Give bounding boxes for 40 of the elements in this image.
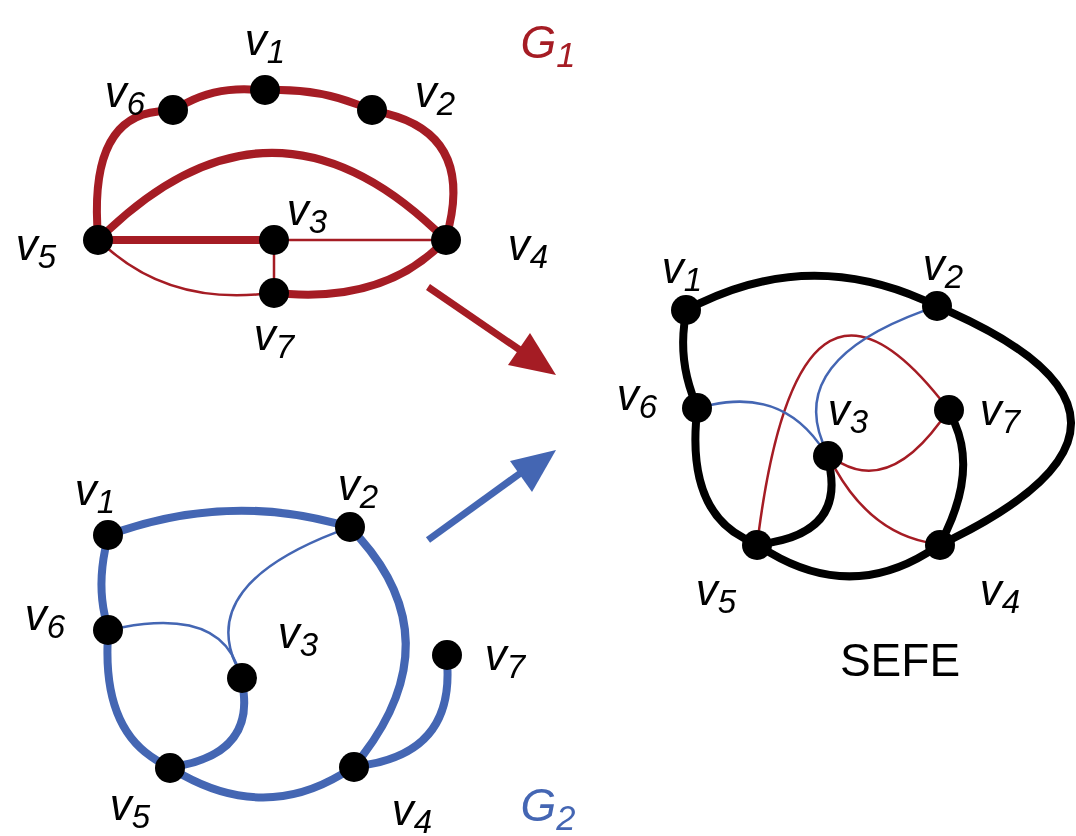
- vertex-label: v$_{3}$: [277, 611, 319, 655]
- vertex-label: v$_{5}$: [695, 568, 737, 612]
- graph-edge: [108, 248, 261, 297]
- graph-edge: [355, 534, 410, 760]
- vertex-label: v$_{5}$: [15, 223, 57, 267]
- vertex-label: v$_{2}$: [337, 463, 379, 507]
- graph-edge: [757, 334, 941, 532]
- vertex-label: v$_{6}$: [616, 373, 658, 417]
- vertex-label: v$_{5}$: [109, 783, 151, 827]
- graph-edge: [179, 770, 346, 802]
- graph-edge: [695, 271, 928, 308]
- graph-edge: [287, 238, 433, 242]
- vertex-label: v$_{4}$: [507, 223, 549, 267]
- vertex-label: v$_{2}$: [414, 70, 456, 114]
- vertex-label: v$_{4}$: [979, 568, 1021, 612]
- vertex-label: v$_{6}$: [24, 593, 66, 637]
- graph-edge: [272, 253, 276, 280]
- vertex-label: v$_{7}$: [979, 388, 1021, 432]
- graph-edge: [834, 467, 927, 544]
- vertex-label: v$_{7}$: [484, 633, 526, 677]
- vertex-label: v$_{2}$: [922, 243, 964, 287]
- graph-edge: [765, 548, 932, 581]
- vertex-label: v$_{4}$: [391, 788, 433, 832]
- vertex-label: v$_{1}$: [74, 468, 116, 512]
- graph-edge: [710, 400, 821, 446]
- vertex-label: v$_{1}$: [244, 18, 286, 62]
- vertex-label: v$_{7}$: [253, 313, 295, 357]
- graph-edge: [946, 308, 1075, 543]
- vertex-label: v$_{3}$: [827, 388, 869, 432]
- graph-name: SEFE: [839, 637, 961, 683]
- graph-edge: [121, 621, 238, 666]
- graph-edge: [815, 309, 925, 444]
- graph-edge: [839, 420, 942, 472]
- graph-name: G$_{1}$: [520, 19, 576, 65]
- vertex-label: v$_{3}$: [286, 188, 328, 232]
- graph-name: G$_{2}$: [520, 782, 576, 828]
- vertex-label: v$_{6}$: [104, 70, 146, 114]
- graph-edge: [227, 531, 338, 666]
- vertex-label: v$_{1}$: [661, 246, 703, 290]
- graph-edge: [104, 148, 440, 234]
